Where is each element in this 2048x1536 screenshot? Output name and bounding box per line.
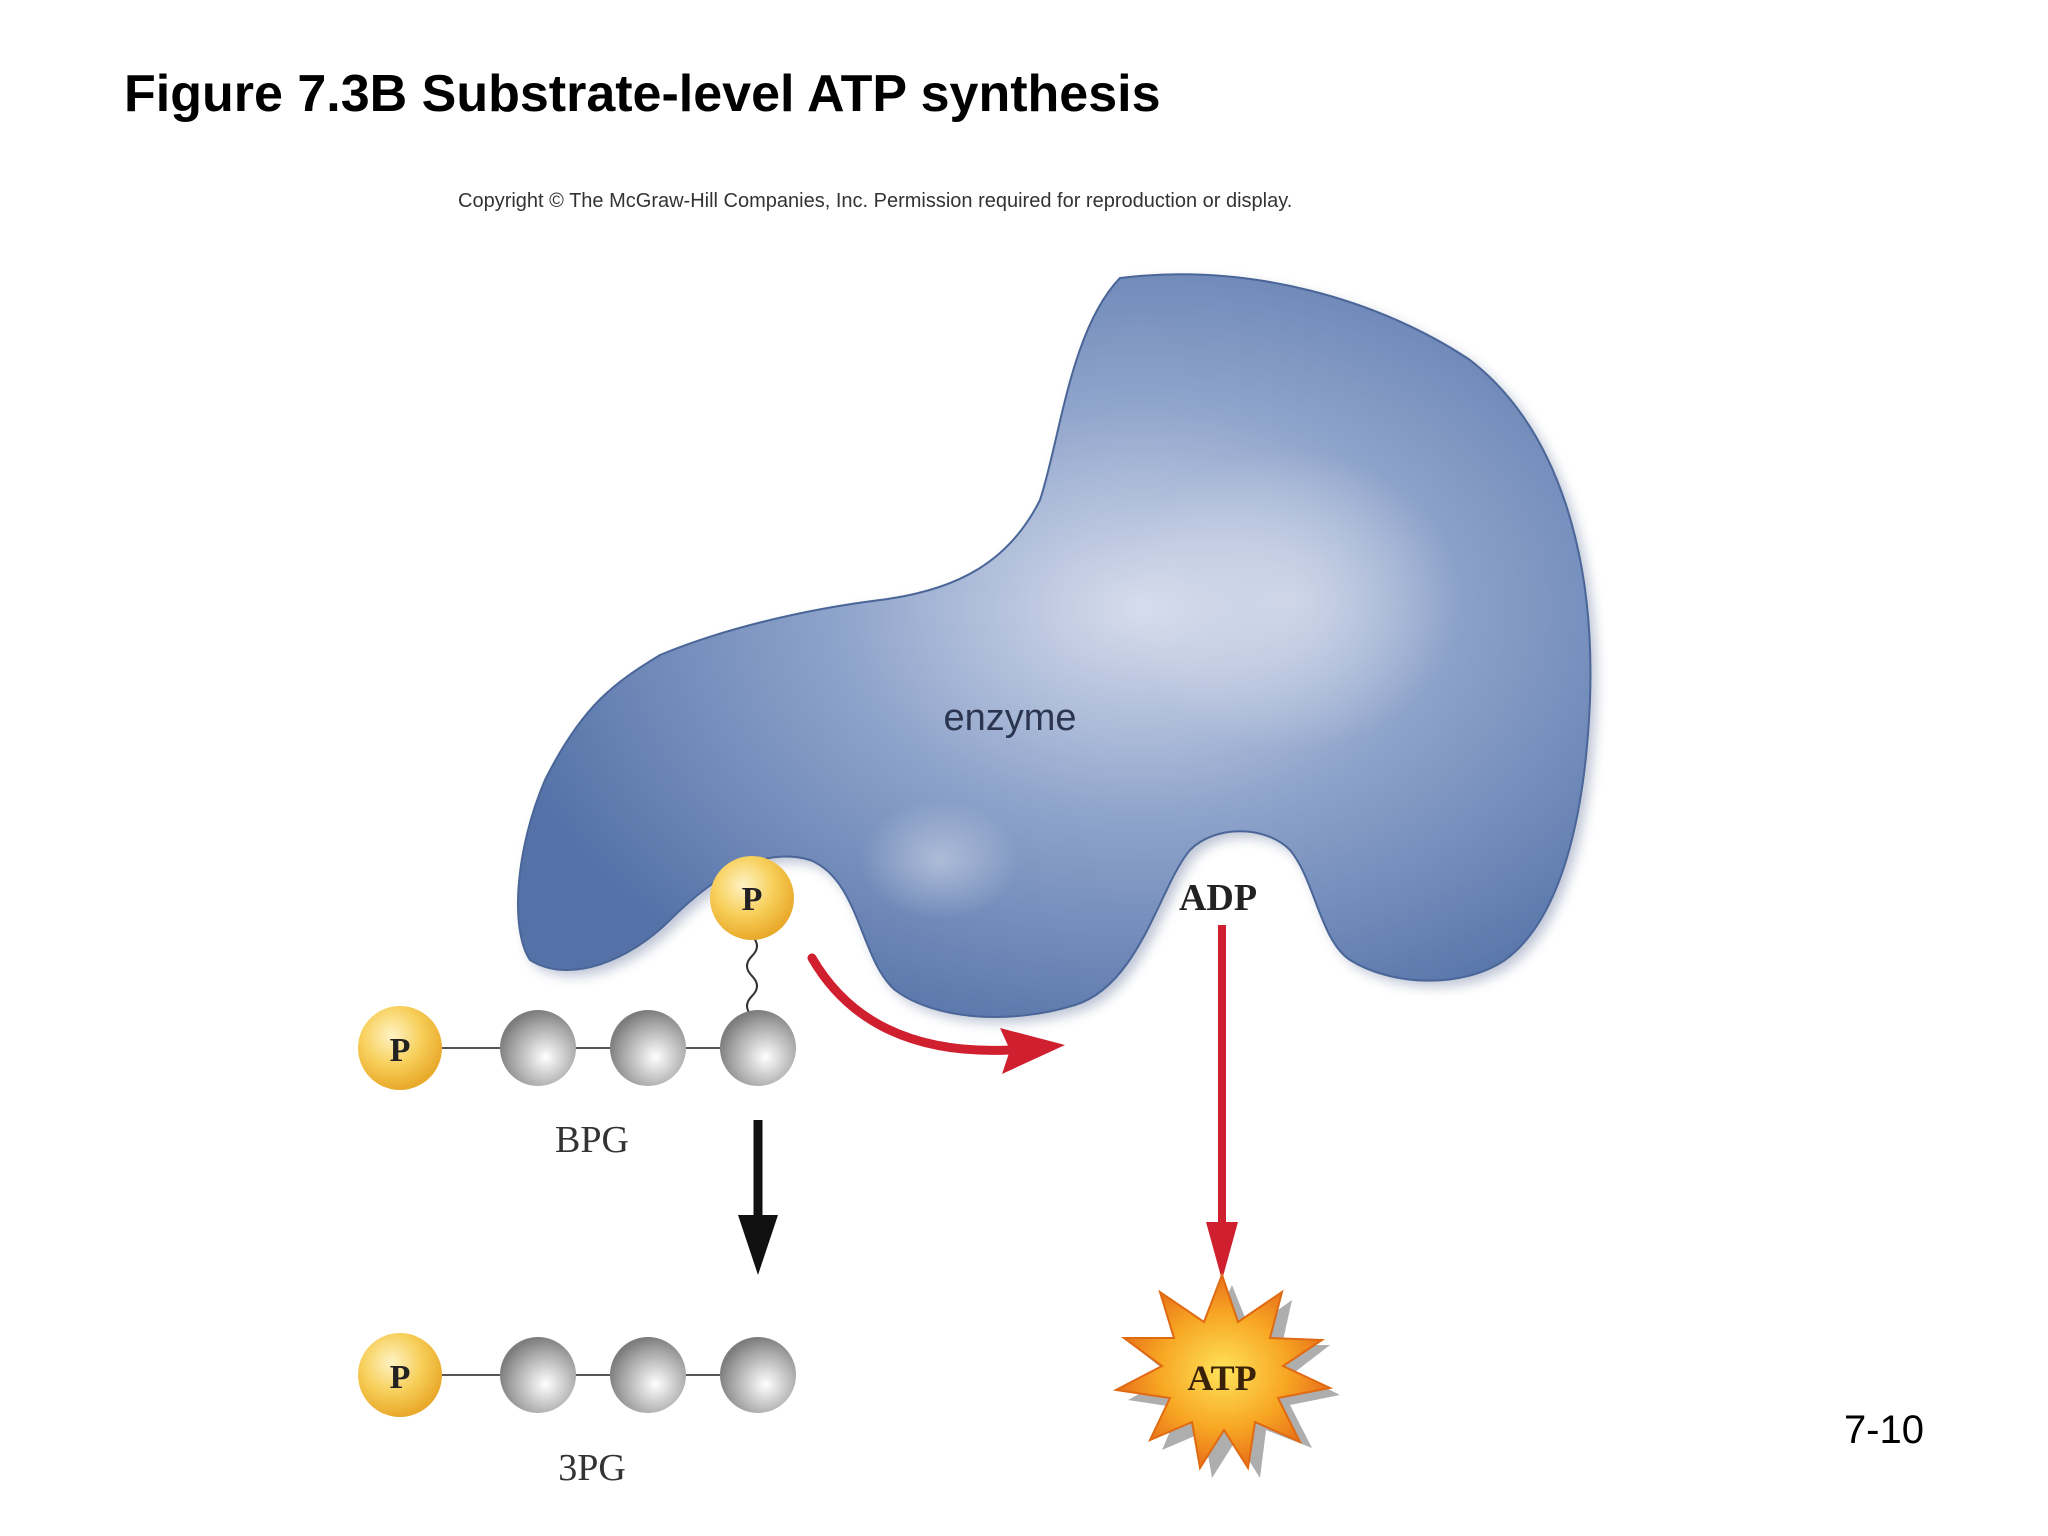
phosphate-transfer-arrowhead [1000,1028,1065,1074]
3pg-carbon [500,1337,576,1413]
bpg-carbon [500,1010,576,1086]
enzyme-label: enzyme [943,697,1076,739]
bpg-label: BPG [555,1119,629,1161]
3pg-carbon [610,1337,686,1413]
enzyme-highlight [1120,450,1460,750]
bpg-molecule: P [358,1006,796,1090]
transferred-phosphate [710,856,794,940]
transferred-phosphate-label: P [742,881,763,918]
3pg-phosphate-label: P [390,1359,411,1396]
phosphate-transfer-arrow [807,953,1015,1055]
atp-label: ATP [1187,1358,1256,1398]
3pg-carbon [720,1337,796,1413]
copyright-notice: Copyright © The McGraw-Hill Companies, I… [458,190,1293,212]
page-number: 7-10 [1843,1408,1924,1452]
phosphate-bond-squiggle [746,935,758,1017]
slide-title: Figure 7.3B Substrate-level ATP synthesi… [124,65,1161,123]
adp-to-atp-arrowhead [1206,1222,1238,1280]
enzyme-highlight [860,800,1020,920]
adp-label: ADP [1179,877,1257,919]
bpg-to-3pg-arrowhead [738,1215,778,1275]
bpg-carbon [720,1010,796,1086]
3pg-phosphate [358,1333,442,1417]
atp-burst-star [1112,1272,1334,1471]
bpg-carbon [610,1010,686,1086]
3pg-label: 3PG [558,1447,626,1489]
bpg-phosphate [358,1006,442,1090]
bpg-phosphate-label: P [390,1032,411,1069]
3pg-molecule: P [358,1333,796,1417]
atp-burst: ATP [1112,1272,1340,1478]
